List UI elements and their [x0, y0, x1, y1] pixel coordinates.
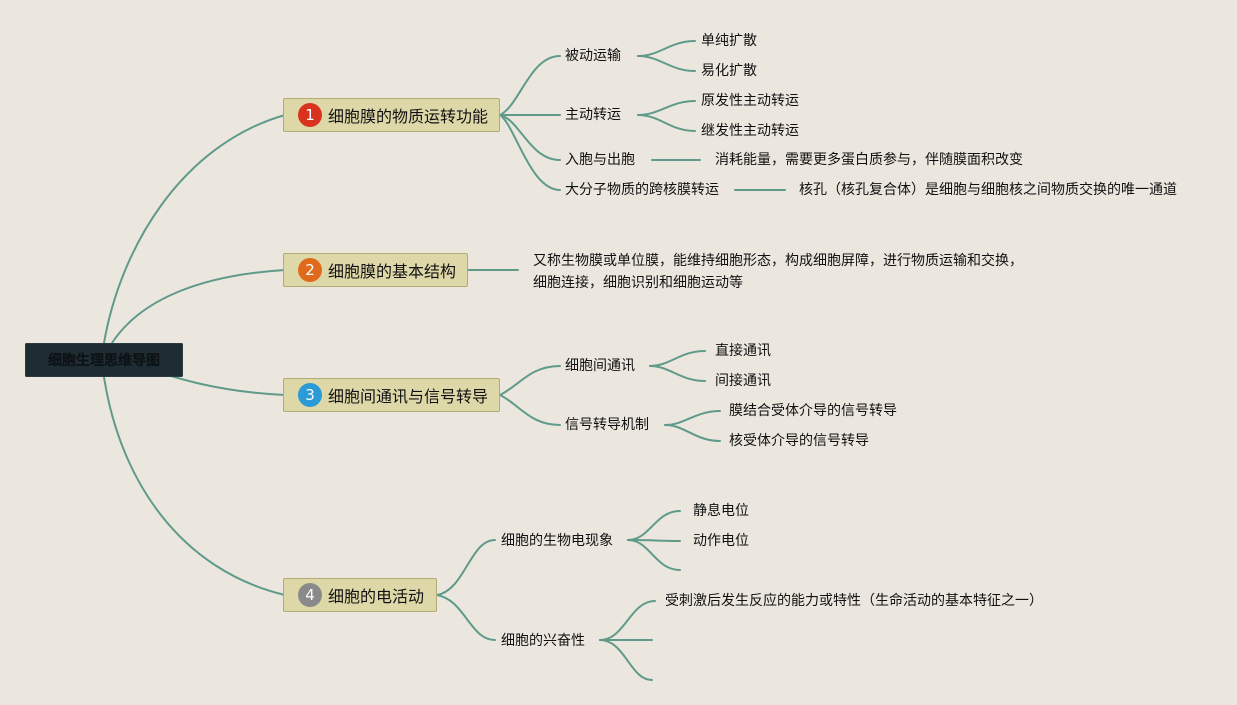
- link-b4-c1-g3: [627, 539, 681, 571]
- link-b1-c3: [499, 114, 561, 161]
- membrane-description[interactable]: 又称生物膜或单位膜，能维持细胞形态，构成细胞屏障，进行物质运输和交换， 细胞连接…: [533, 250, 1023, 294]
- branch-label: 细胞的电活动: [328, 587, 425, 606]
- leaf-facilitated-diffusion[interactable]: 易化扩散: [701, 63, 757, 79]
- leaf-nuclear-pore[interactable]: 核孔（核孔复合体）是细胞与细胞核之间物质交换的唯一通道: [799, 182, 1177, 198]
- branch-number-badge: 4: [298, 583, 322, 607]
- link-b1-c1: [499, 55, 561, 116]
- topic-endocytosis-exocytosis[interactable]: 入胞与出胞: [565, 152, 635, 168]
- link-b3-c2-g2: [664, 424, 721, 442]
- link-root-b4: [103, 376, 286, 596]
- link-b3-c2: [499, 394, 561, 426]
- leaf-indirect-communication[interactable]: 间接通讯: [715, 373, 771, 389]
- link-b3-c1: [499, 365, 561, 396]
- leaf-excitability-definition[interactable]: 受刺激后发生反应的能力或特性（生命活动的基本特征之一）: [665, 593, 1043, 609]
- branch-node-3[interactable]: 3 细胞间通讯与信号转导: [283, 378, 500, 412]
- leaf-simple-diffusion[interactable]: 单纯扩散: [701, 33, 757, 49]
- topic-passive-transport[interactable]: 被动运输: [565, 48, 621, 64]
- link-b4-c2-g1: [599, 600, 656, 641]
- link-b4-c2-g3: [599, 639, 653, 681]
- link-b4-c2: [436, 594, 496, 641]
- root-label: 细胞生理思维导图: [48, 353, 160, 369]
- link-b1-c2-g2: [637, 114, 696, 132]
- topic-bioelectric-phenomena[interactable]: 细胞的生物电现象: [501, 533, 613, 549]
- link-root-b2: [111, 269, 286, 344]
- link-b3-c1-g1: [649, 350, 706, 367]
- leaf-resting-potential[interactable]: 静息电位: [693, 503, 749, 519]
- branch-label: 细胞膜的基本结构: [328, 262, 457, 281]
- branch-number-badge: 3: [298, 383, 322, 407]
- leaf-secondary-active-transport[interactable]: 继发性主动转运: [701, 123, 799, 139]
- leaf-direct-communication[interactable]: 直接通讯: [715, 343, 771, 359]
- link-b4-c1: [436, 539, 496, 596]
- leaf-energy-consumption[interactable]: 消耗能量，需要更多蛋白质参与，伴随膜面积改变: [715, 152, 1023, 168]
- branch-label: 细胞膜的物质运转功能: [328, 107, 489, 126]
- branch-number-badge: 1: [298, 103, 322, 127]
- branch-number-badge: 2: [298, 258, 322, 282]
- branch-label: 细胞间通讯与信号转导: [328, 387, 489, 406]
- topic-excitability[interactable]: 细胞的兴奋性: [501, 633, 585, 649]
- link-b1-c1-g1: [637, 40, 696, 57]
- topic-signal-transduction[interactable]: 信号转导机制: [565, 417, 649, 433]
- topic-nuclear-transport[interactable]: 大分子物质的跨核膜转运: [565, 182, 719, 198]
- link-b3-c1-g2: [649, 365, 706, 382]
- link-b1-c4: [499, 114, 561, 191]
- leaf-primary-active-transport[interactable]: 原发性主动转运: [701, 93, 799, 109]
- branch-node-4[interactable]: 4 细胞的电活动: [283, 578, 437, 612]
- link-b1-c1-g2: [637, 55, 696, 72]
- link-b3-c2-g1: [664, 410, 721, 426]
- link-root-b1: [103, 114, 286, 344]
- link-b1-c2-g1: [637, 100, 696, 116]
- description-line-1: 又称生物膜或单位膜，能维持细胞形态，构成细胞屏障，进行物质运输和交换，: [533, 253, 1023, 269]
- leaf-action-potential[interactable]: 动作电位: [693, 533, 749, 549]
- topic-intercellular-communication[interactable]: 细胞间通讯: [565, 358, 635, 374]
- leaf-membrane-receptor[interactable]: 膜结合受体介导的信号转导: [729, 403, 897, 419]
- topic-active-transport[interactable]: 主动转运: [565, 107, 621, 123]
- leaf-nuclear-receptor[interactable]: 核受体介导的信号转导: [729, 433, 869, 449]
- root-node[interactable]: 细胞生理思维导图: [25, 343, 183, 377]
- link-b4-c1-g1: [627, 510, 681, 541]
- branch-node-1[interactable]: 1 细胞膜的物质运转功能: [283, 98, 500, 132]
- description-line-2: 细胞连接，细胞识别和细胞运动等: [533, 275, 743, 291]
- branch-node-2[interactable]: 2 细胞膜的基本结构: [283, 253, 468, 287]
